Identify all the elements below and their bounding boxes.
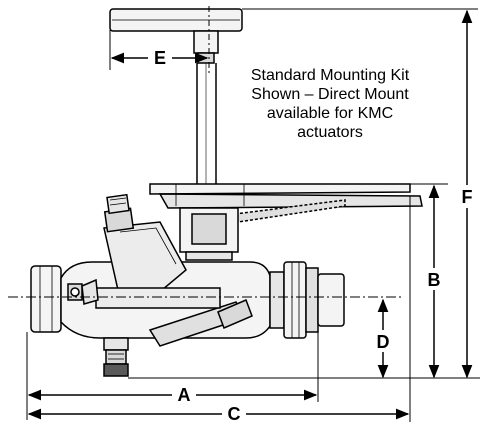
center-lines [8, 6, 402, 298]
shaft-coupler [193, 30, 219, 54]
valve-body [30, 193, 345, 377]
union-nut [283, 261, 307, 339]
note-line-1: Standard Mounting Kit [250, 67, 410, 84]
note-line-4: actuators [297, 124, 363, 141]
dim-label-e: E [154, 48, 166, 68]
dim-label-c: C [228, 404, 241, 424]
dim-label-f: F [462, 187, 473, 207]
dim-label-a: A [178, 385, 191, 405]
bracket-plate [149, 183, 411, 195]
extension-lines [26, 8, 480, 422]
outlet-connector [317, 273, 345, 327]
dimension-labels: E F B D A C [154, 48, 473, 424]
dim-label-d: D [377, 332, 390, 352]
dimension-arrows [27, 9, 473, 420]
note-line-3: available for KMC [266, 105, 394, 122]
dim-label-b: B [428, 270, 441, 290]
mounting-kit [109, 8, 423, 261]
cartridge-housing [103, 221, 187, 301]
mounting-kit-note: Standard Mounting Kit Shown – Direct Mou… [230, 66, 430, 142]
inlet-connector [30, 265, 62, 333]
note-line-2: Shown – Direct Mount [251, 86, 409, 103]
